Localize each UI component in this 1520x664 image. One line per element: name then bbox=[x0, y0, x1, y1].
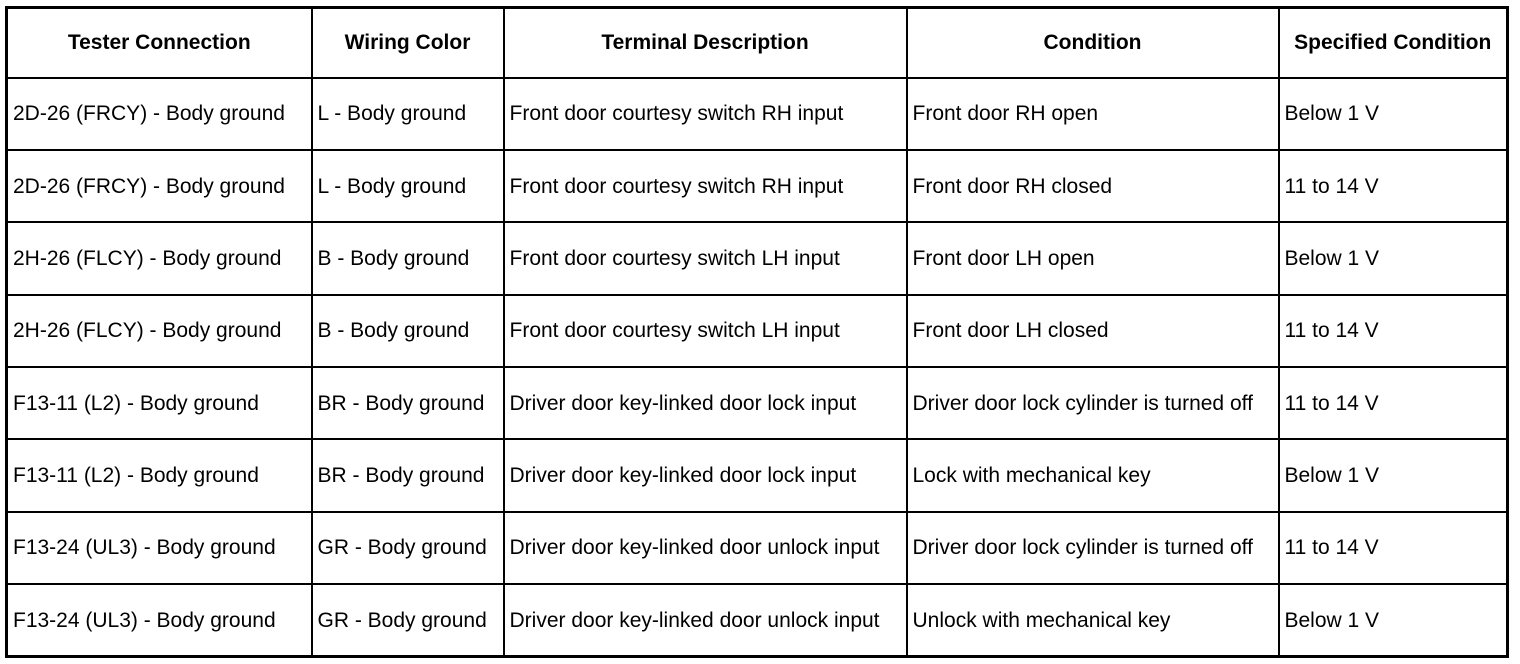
cell-specified-condition: Below 1 V bbox=[1277, 583, 1509, 658]
cell-terminal-description: Driver door key-linked door lock input bbox=[502, 438, 908, 513]
cell-tester-connection: 2D-26 (FRCY) - Body ground bbox=[5, 76, 313, 151]
cell-tester-connection: F13-24 (UL3) - Body ground bbox=[5, 583, 313, 658]
table-header: Tester Connection Wiring Color Terminal … bbox=[5, 6, 1509, 79]
cell-tester-connection: F13-11 (L2) - Body ground bbox=[5, 365, 313, 441]
cell-condition: Front door RH closed bbox=[905, 148, 1280, 224]
cell-terminal-description: Driver door key-linked door lock input bbox=[502, 365, 908, 441]
table-row: F13-11 (L2) - Body ground BR - Body grou… bbox=[5, 438, 1509, 513]
cell-terminal-description: Driver door key-linked door unlock input bbox=[502, 510, 908, 586]
cell-specified-condition: 11 to 14 V bbox=[1277, 510, 1509, 586]
cell-specified-condition: 11 to 14 V bbox=[1277, 293, 1509, 369]
cell-condition: Driver door lock cylinder is turned off bbox=[905, 510, 1280, 586]
cell-tester-connection: 2H-26 (FLCY) - Body ground bbox=[5, 293, 313, 369]
header-terminal-description: Terminal Description bbox=[502, 6, 908, 79]
cell-terminal-description: Driver door key-linked door unlock input bbox=[502, 583, 908, 658]
header-row: Tester Connection Wiring Color Terminal … bbox=[5, 6, 1509, 79]
cell-specified-condition: Below 1 V bbox=[1277, 221, 1509, 296]
cell-tester-connection: F13-24 (UL3) - Body ground bbox=[5, 510, 313, 586]
cell-specified-condition: Below 1 V bbox=[1277, 76, 1509, 151]
cell-terminal-description: Front door courtesy switch RH input bbox=[502, 76, 908, 151]
cell-condition: Front door LH closed bbox=[905, 293, 1280, 369]
table-row: 2H-26 (FLCY) - Body ground B - Body grou… bbox=[5, 221, 1509, 296]
cell-condition: Lock with mechanical key bbox=[905, 438, 1280, 513]
table-row: F13-24 (UL3) - Body ground GR - Body gro… bbox=[5, 583, 1509, 658]
table-row: 2D-26 (FRCY) - Body ground L - Body grou… bbox=[5, 76, 1509, 151]
cell-terminal-description: Front door courtesy switch LH input bbox=[502, 221, 908, 296]
cell-specified-condition: Below 1 V bbox=[1277, 438, 1509, 513]
table-row: F13-11 (L2) - Body ground BR - Body grou… bbox=[5, 365, 1509, 441]
cell-condition: Front door RH open bbox=[905, 76, 1280, 151]
cell-wiring-color: BR - Body ground bbox=[310, 365, 505, 441]
inspection-table: Tester Connection Wiring Color Terminal … bbox=[5, 6, 1509, 658]
header-tester-connection: Tester Connection bbox=[5, 6, 313, 79]
cell-wiring-color: L - Body ground bbox=[310, 148, 505, 224]
header-wiring-color: Wiring Color bbox=[310, 6, 505, 79]
cell-specified-condition: 11 to 14 V bbox=[1277, 365, 1509, 441]
cell-wiring-color: L - Body ground bbox=[310, 76, 505, 151]
cell-wiring-color: GR - Body ground bbox=[310, 510, 505, 586]
cell-tester-connection: F13-11 (L2) - Body ground bbox=[5, 438, 313, 513]
cell-specified-condition: 11 to 14 V bbox=[1277, 148, 1509, 224]
cell-condition: Unlock with mechanical key bbox=[905, 583, 1280, 658]
cell-wiring-color: B - Body ground bbox=[310, 221, 505, 296]
cell-wiring-color: BR - Body ground bbox=[310, 438, 505, 513]
table-row: F13-24 (UL3) - Body ground GR - Body gro… bbox=[5, 510, 1509, 586]
table-row: 2D-26 (FRCY) - Body ground L - Body grou… bbox=[5, 148, 1509, 224]
table-body: 2D-26 (FRCY) - Body ground L - Body grou… bbox=[5, 76, 1509, 658]
header-condition: Condition bbox=[905, 6, 1280, 79]
cell-condition: Driver door lock cylinder is turned off bbox=[905, 365, 1280, 441]
cell-condition: Front door LH open bbox=[905, 221, 1280, 296]
cell-terminal-description: Front door courtesy switch LH input bbox=[502, 293, 908, 369]
cell-tester-connection: 2D-26 (FRCY) - Body ground bbox=[5, 148, 313, 224]
cell-wiring-color: B - Body ground bbox=[310, 293, 505, 369]
cell-terminal-description: Front door courtesy switch RH input bbox=[502, 148, 908, 224]
header-specified-condition: Specified Condition bbox=[1277, 6, 1509, 79]
cell-wiring-color: GR - Body ground bbox=[310, 583, 505, 658]
table-row: 2H-26 (FLCY) - Body ground B - Body grou… bbox=[5, 293, 1509, 369]
cell-tester-connection: 2H-26 (FLCY) - Body ground bbox=[5, 221, 313, 296]
